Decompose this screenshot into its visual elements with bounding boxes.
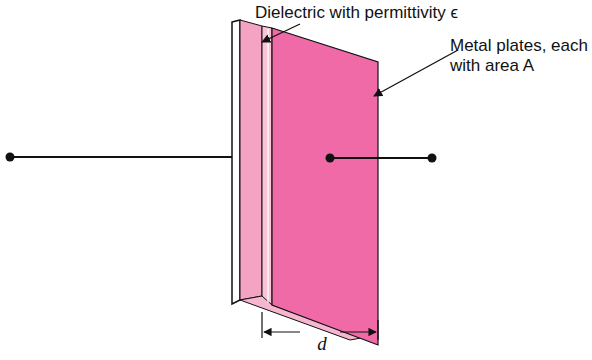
terminal-dot bbox=[326, 154, 335, 163]
front-plate bbox=[272, 28, 378, 345]
dimension-tick bbox=[261, 312, 262, 338]
lead-wire bbox=[10, 156, 236, 158]
dimension-label: d bbox=[315, 334, 329, 354]
terminal-dot bbox=[6, 153, 15, 162]
dimension-tick bbox=[377, 320, 378, 340]
dielectric-label: Dielectric with permittivity ϵ bbox=[255, 3, 458, 23]
dielectric-side bbox=[240, 20, 262, 300]
back-plate bbox=[232, 20, 240, 304]
dielectric-edge bbox=[262, 26, 272, 305]
leader-arrow bbox=[262, 24, 300, 42]
plates-label: Metal plates, each with area A bbox=[450, 36, 588, 76]
terminal-dot bbox=[428, 154, 437, 163]
leader-arrow bbox=[374, 50, 458, 96]
dimension-arrow bbox=[340, 331, 376, 332]
dimension-arrow bbox=[264, 331, 300, 332]
plate-edge-highlight bbox=[267, 29, 268, 303]
lead-wire bbox=[330, 157, 432, 159]
